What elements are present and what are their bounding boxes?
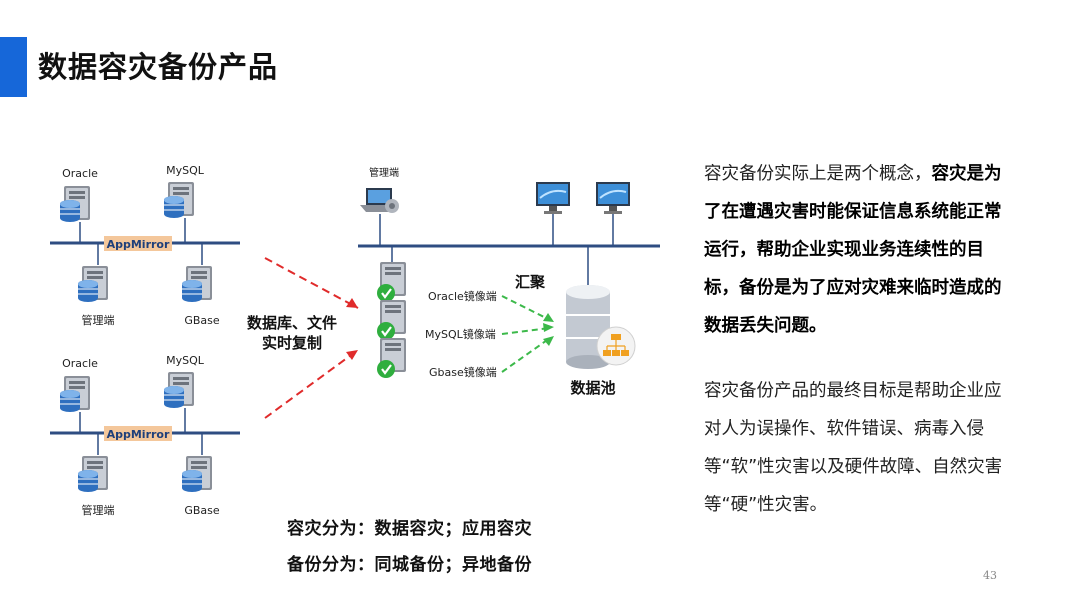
mysql-server-icon [164,372,194,408]
backup-types-summary: 备份分为：同城备份；异地备份 [287,555,532,575]
aggregate-label: 汇聚 [515,273,546,291]
left-group-bottom: AppMirror Oracle MySQL 管理端 GBase [50,354,240,517]
gbase-server-icon [182,456,212,492]
check-icon [375,320,397,342]
page-title: 数据容灾备份产品 [38,50,279,84]
mirror-label: Gbase镜像端 [429,365,497,379]
right-network: 管理端 Oracle镜像端 MySQL镜像端 Gbase镜像端 汇聚 [358,166,660,397]
oracle-server-icon [60,376,90,412]
gbase-server-icon [182,266,212,302]
node-label: 管理端 [82,313,115,327]
node-label: MySQL [166,164,205,177]
disaster-types-summary: 容灾分为：数据容灾；应用容灾 [287,519,532,539]
data-pool-icon [566,285,636,369]
mirror-label: Oracle镜像端 [428,289,497,303]
mirror-label: MySQL镜像端 [425,327,496,341]
concept-definition: 容灾是为了在遭遇灾害时能保证信息系统能正常运行，帮助企业实现业务连续性的目标，备… [704,164,1002,336]
laptop-icon [360,188,399,213]
node-label: 管理端 [82,503,115,517]
appmirror-label: AppMirror [107,428,170,441]
mysql-server-icon [164,182,194,218]
node-label: Oracle [62,357,98,370]
concept-paragraph: 容灾备份实际上是两个概念，容灾是为了在遭遇灾害时能保证信息系统能正常运行，帮助企… [704,155,1014,345]
monitor-icon [535,181,571,215]
concept-intro: 容灾备份实际上是两个概念， [704,164,932,184]
replication-label: 数据库、文件 [247,314,337,332]
oracle-server-icon [60,186,90,222]
check-icon [375,282,397,304]
goal-paragraph: 容灾备份产品的最终目标是帮助企业应对人为误操作、软件错误、病毒入侵等“软”性灾害… [704,381,1003,515]
management-label: 管理端 [369,166,399,179]
title-accent-bar [0,37,27,97]
node-label: GBase [184,314,220,327]
replication-label: 实时复制 [262,334,322,352]
data-pool-label: 数据池 [570,379,615,397]
left-group-top: AppMirror Oracle MySQL 管理端 GBase [50,164,240,327]
node-label: Oracle [62,167,98,180]
architecture-diagram: AppMirror Oracle MySQL 管理端 GBase AppMirr… [40,150,680,590]
appmirror-label: AppMirror [107,238,170,251]
node-label: GBase [184,504,220,517]
node-label: MySQL [166,354,205,367]
admin-server-icon [78,266,108,302]
monitor-icon [595,181,631,215]
check-icon [375,358,397,380]
page-number: 43 [983,569,997,582]
replication-arrows [264,257,359,419]
admin-server-icon [78,456,108,492]
